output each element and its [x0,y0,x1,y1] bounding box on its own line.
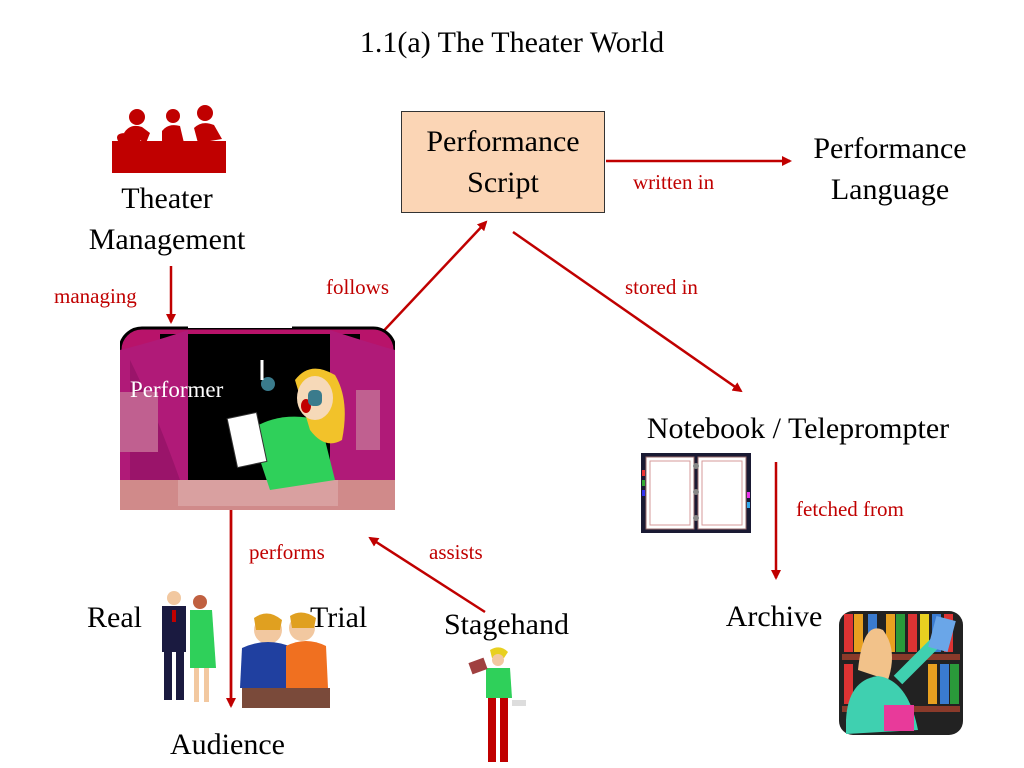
stored-in-label: stored in [625,275,698,299]
performs-label: performs [249,540,325,564]
audience-people-icon [162,591,330,708]
stored-in-arrow [512,230,743,393]
meeting-people-icon [112,105,226,173]
audience-label: Audience [170,728,285,761]
follows-label: follows [326,275,389,299]
performance-language-label: Performance Language [813,132,967,206]
archive-label: Archive [725,600,823,633]
theater-management-label: Theater Management [88,182,246,256]
real-label: Real [87,601,142,634]
notebook-icon [641,453,751,533]
assists-arrow [368,536,486,614]
managing-label: managing [54,284,137,308]
stage-performer-icon [120,320,395,510]
performer-label: Performer [130,377,224,402]
notebook-teleprompter-label: Notebook / Teleprompter [646,412,950,445]
trial-label: Trial [310,601,368,634]
performance-script-box: Performance Script [401,111,605,213]
fetched-from-label: fetched from [796,497,904,521]
assists-label: assists [429,540,483,564]
bookshelf-reader-icon [839,611,963,735]
stagehand-label: Stagehand [444,608,569,641]
stagehand-icon [468,647,526,762]
page-title: 1.1(a) The Theater World [359,26,665,59]
written-in-label: written in [633,170,715,194]
